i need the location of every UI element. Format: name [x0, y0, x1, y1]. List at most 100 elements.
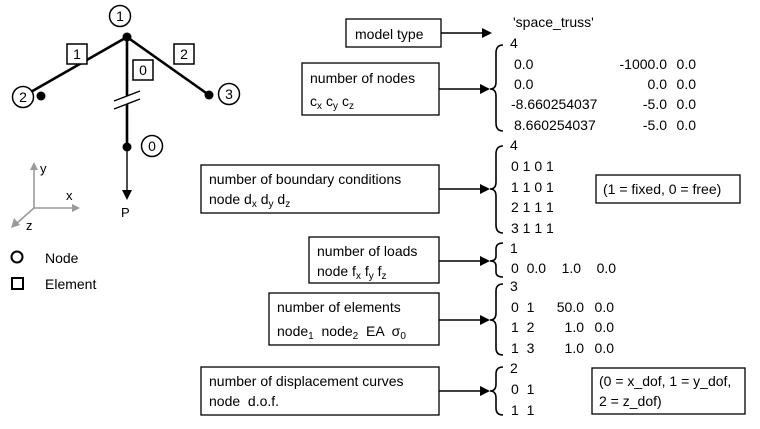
node-2-cx: -8.660254037 [511, 96, 598, 112]
y-axis-label: y [40, 161, 47, 176]
legend: Node Element [10, 250, 96, 292]
boundary-row-1: 1 1 0 1 [511, 179, 554, 195]
boundary-count: 4 [510, 137, 518, 153]
element-0-nodes: 0 1 [511, 299, 535, 315]
node-3-cx: 8.660254037 [514, 117, 596, 133]
element-0-ea: 50.0 [557, 299, 584, 315]
truss-sketch: P 1 2 3 0 1 2 0 [11, 4, 241, 220]
element-number-2: 2 [180, 46, 188, 62]
node-0-cy: -1000.0 [620, 56, 668, 72]
load-arrow-head [122, 190, 132, 200]
section-boundary-conditions: number of boundary conditions node dx dy… [200, 137, 741, 236]
node-marker-0 [140, 134, 164, 158]
loads-brace [489, 242, 504, 278]
load-label: P [121, 205, 130, 220]
section-loads: number of loads node fx fy fz 1 0 0.0 1.… [308, 236, 616, 284]
legend-node-label: Node [45, 250, 79, 266]
z-axis-line [16, 207, 35, 224]
elements-sub-label: node1 node2 EA σ0 [277, 323, 406, 342]
boundary-note-box [595, 174, 741, 204]
loads-sub-label: node fx fy fz [317, 263, 387, 282]
elements-label: number of elements [277, 299, 401, 315]
x-axis-arrowhead [72, 204, 80, 212]
curves-arrowhead [480, 386, 490, 396]
curves-brace [489, 366, 504, 416]
legend-element-icon [11, 277, 24, 290]
elements-count: 3 [510, 278, 518, 294]
nodes-count: 4 [510, 35, 518, 51]
curve-row-0: 0 1 [511, 381, 535, 397]
truss-member-2 [126, 35, 210, 97]
truss-member-1 [21, 35, 128, 99]
nodes-label: number of nodes [310, 70, 415, 86]
element-2-nodes: 1 3 [511, 340, 535, 356]
nodes-box [301, 62, 440, 116]
boundary-row-2: 2 1 1 1 [511, 199, 554, 215]
elements-brace [489, 283, 504, 356]
boundary-label: number of boundary conditions [209, 171, 401, 187]
section-elements: number of elements node1 node2 EA σ0 3 0… [268, 278, 615, 356]
element-2-ea: 1.0 [565, 340, 585, 356]
node-marker-2 [11, 85, 35, 109]
joint-dot-0 [122, 142, 132, 152]
model-type-arrowhead [482, 28, 492, 38]
joint-dot-2 [36, 91, 46, 101]
element-number-1: 1 [73, 46, 81, 62]
boundary-arrowhead [480, 184, 490, 194]
legend-node-icon [10, 250, 24, 264]
model-type-label: model type [355, 26, 424, 42]
node-1-cy: 0.0 [648, 76, 668, 92]
break-mark-upper [113, 90, 141, 102]
node-0-cx: 0.0 [514, 56, 534, 72]
coordinate-axes: y x z [11, 161, 80, 233]
elements-arrowhead [480, 315, 490, 325]
boundary-row-3: 3 1 1 1 [511, 220, 554, 236]
boundary-sub-label: node dx dy dz [209, 191, 290, 210]
y-axis-arrowhead [30, 162, 38, 170]
joint-dot-1 [122, 32, 132, 42]
loads-box [308, 236, 440, 284]
loads-label: number of loads [317, 243, 417, 259]
z-axis-arrowhead [11, 218, 20, 228]
node-3-cy: -5.0 [643, 117, 667, 133]
boundary-row-0: 0 1 0 1 [511, 158, 554, 174]
node-marker-1 [108, 4, 132, 28]
elements-box [268, 292, 440, 346]
node-2-cy: -5.0 [643, 96, 667, 112]
node-marker-3 [217, 82, 241, 106]
curve-row-1: 1 1 [511, 402, 535, 418]
curves-label: number of displacement curves [209, 373, 404, 389]
boundary-box [200, 164, 440, 214]
node-3-cz: 0.0 [677, 117, 697, 133]
curves-box [200, 366, 440, 416]
boundary-brace [489, 145, 504, 234]
curves-note-box [591, 367, 746, 415]
nodes-arrowhead [480, 84, 490, 94]
model-type-value: 'space_truss' [513, 14, 594, 30]
node-1-cx: 0.0 [514, 76, 534, 92]
element-1-sigma: 0.0 [595, 319, 615, 335]
node-number-3: 3 [225, 86, 233, 102]
node-number-2: 2 [19, 89, 27, 105]
node-number-0: 0 [148, 138, 156, 154]
element-0-sigma: 0.0 [595, 299, 615, 315]
section-displacement-curves: number of displacement curves node d.o.f… [200, 360, 746, 418]
nodes-brace [489, 44, 504, 132]
curves-count: 2 [510, 360, 518, 376]
z-axis-label: z [26, 218, 33, 233]
curves-note-line-1: (0 = x_dof, 1 = y_dof, [599, 373, 731, 389]
node-2-cz: 0.0 [677, 96, 697, 112]
x-axis-label: x [66, 188, 73, 203]
load-row-0: 0 0.0 1.0 0.0 [511, 260, 616, 276]
joint-dot-3 [204, 90, 214, 100]
element-marker-1 [66, 43, 88, 65]
node-0-cz: 0.0 [677, 56, 697, 72]
legend-element-label: Element [45, 276, 96, 292]
boundary-note: (1 = fixed, 0 = free) [603, 181, 721, 197]
node-number-1: 1 [116, 8, 124, 24]
element-marker-2 [173, 43, 195, 65]
element-1-nodes: 1 2 [511, 319, 535, 335]
